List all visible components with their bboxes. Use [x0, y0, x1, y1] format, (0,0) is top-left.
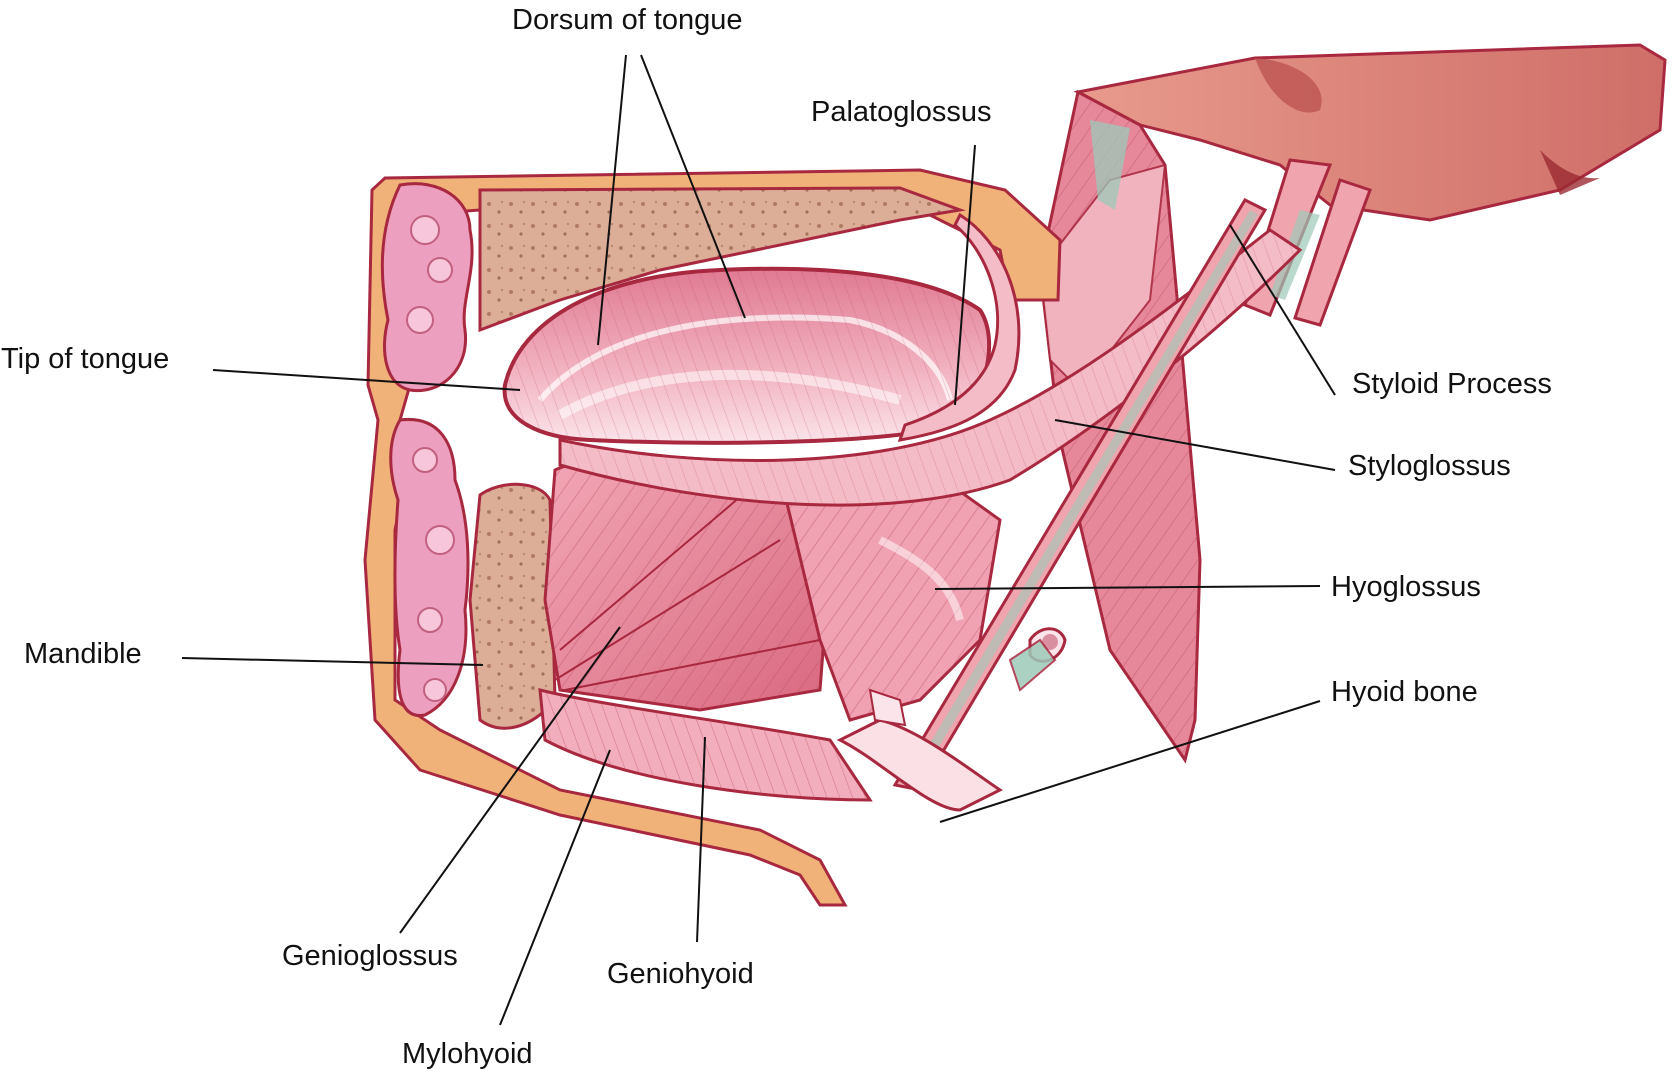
leader-hyoglossus [934, 585, 1321, 590]
label-styloid-process: Styloid Process [1352, 368, 1552, 400]
skull-base [1073, 43, 1667, 222]
palate-arch [897, 212, 1021, 442]
label-mandible: Mandible [24, 638, 142, 670]
label-palatoglossus: Palatoglossus [811, 96, 992, 128]
hyoglossus-muscle [783, 468, 1002, 722]
leader-hyoid [939, 700, 1321, 823]
label-geniohyoid: Geniohyoid [607, 958, 754, 990]
leader-mylohyoid [499, 749, 611, 1026]
label-tip-of-tongue: Tip of tongue [1, 343, 170, 375]
leader-lines [181, 54, 1336, 1026]
maxilla [478, 186, 966, 333]
leader-tip [212, 369, 521, 391]
leader-dorsum-right [640, 54, 746, 319]
leader-palatoglossus [954, 144, 976, 406]
label-mylohyoid: Mylohyoid [402, 1038, 533, 1070]
tongue-body [502, 266, 992, 445]
hyoid-bone-shape [836, 627, 1067, 812]
leader-geniohyoid [696, 736, 706, 943]
label-hyoglossus: Hyoglossus [1331, 571, 1481, 603]
leader-dorsum-left [597, 54, 627, 346]
labial-glands [380, 182, 474, 717]
label-styloglossus: Styloglossus [1348, 450, 1511, 482]
label-dorsum-of-tongue: Dorsum of tongue [512, 4, 743, 36]
label-hyoid-bone: Hyoid bone [1331, 676, 1478, 708]
leader-genioglossus [399, 626, 621, 934]
leader-styloglossus [1054, 419, 1336, 471]
leader-mandible [181, 657, 484, 666]
label-genioglossus: Genioglossus [282, 940, 458, 972]
leader-styloid [1229, 224, 1336, 396]
genioglossus-muscle [543, 455, 832, 712]
